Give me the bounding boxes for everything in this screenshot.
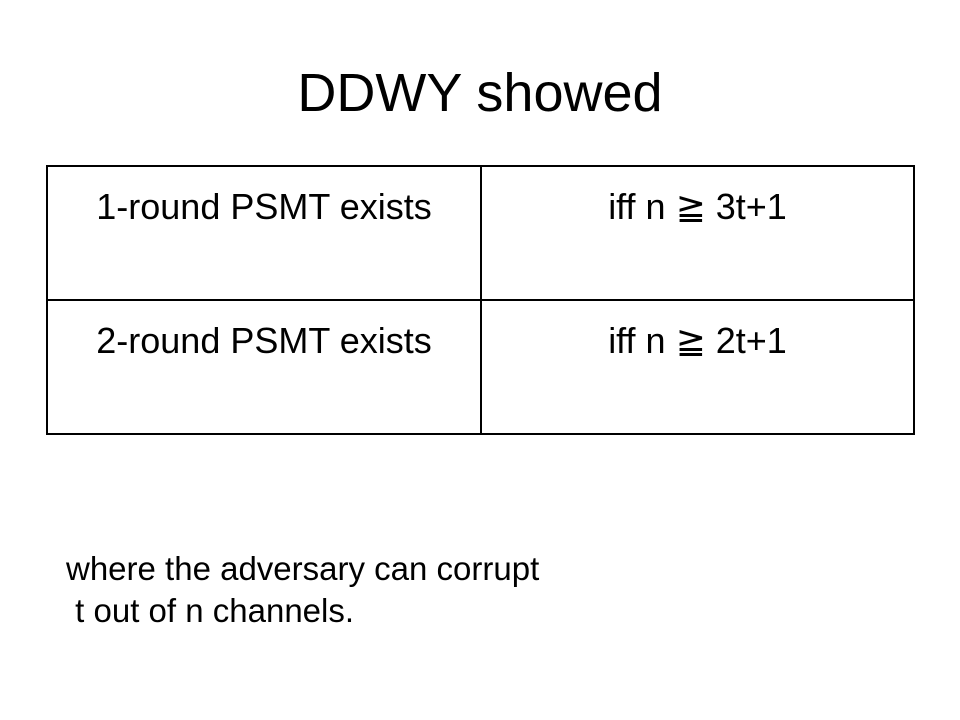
table-cell-requirement: iff n ≧ 3t+1	[480, 165, 915, 301]
table-cell-requirement: iff n ≧ 2t+1	[480, 299, 915, 435]
table-cell-condition: 1-round PSMT exists	[46, 165, 482, 301]
table-cell-condition: 2-round PSMT exists	[46, 299, 482, 435]
psmt-table: 1-round PSMT exists iff n ≧ 3t+1 2-round…	[46, 165, 915, 435]
footnote-line: t out of n channels.	[66, 592, 355, 629]
table-row: 1-round PSMT exists iff n ≧ 3t+1	[46, 165, 915, 301]
footnote: where the adversary can corrupt t out of…	[66, 548, 539, 632]
table-row: 2-round PSMT exists iff n ≧ 2t+1	[46, 299, 915, 435]
slide-title: DDWY showed	[297, 63, 663, 123]
footnote-line: where the adversary can corrupt	[66, 550, 540, 587]
